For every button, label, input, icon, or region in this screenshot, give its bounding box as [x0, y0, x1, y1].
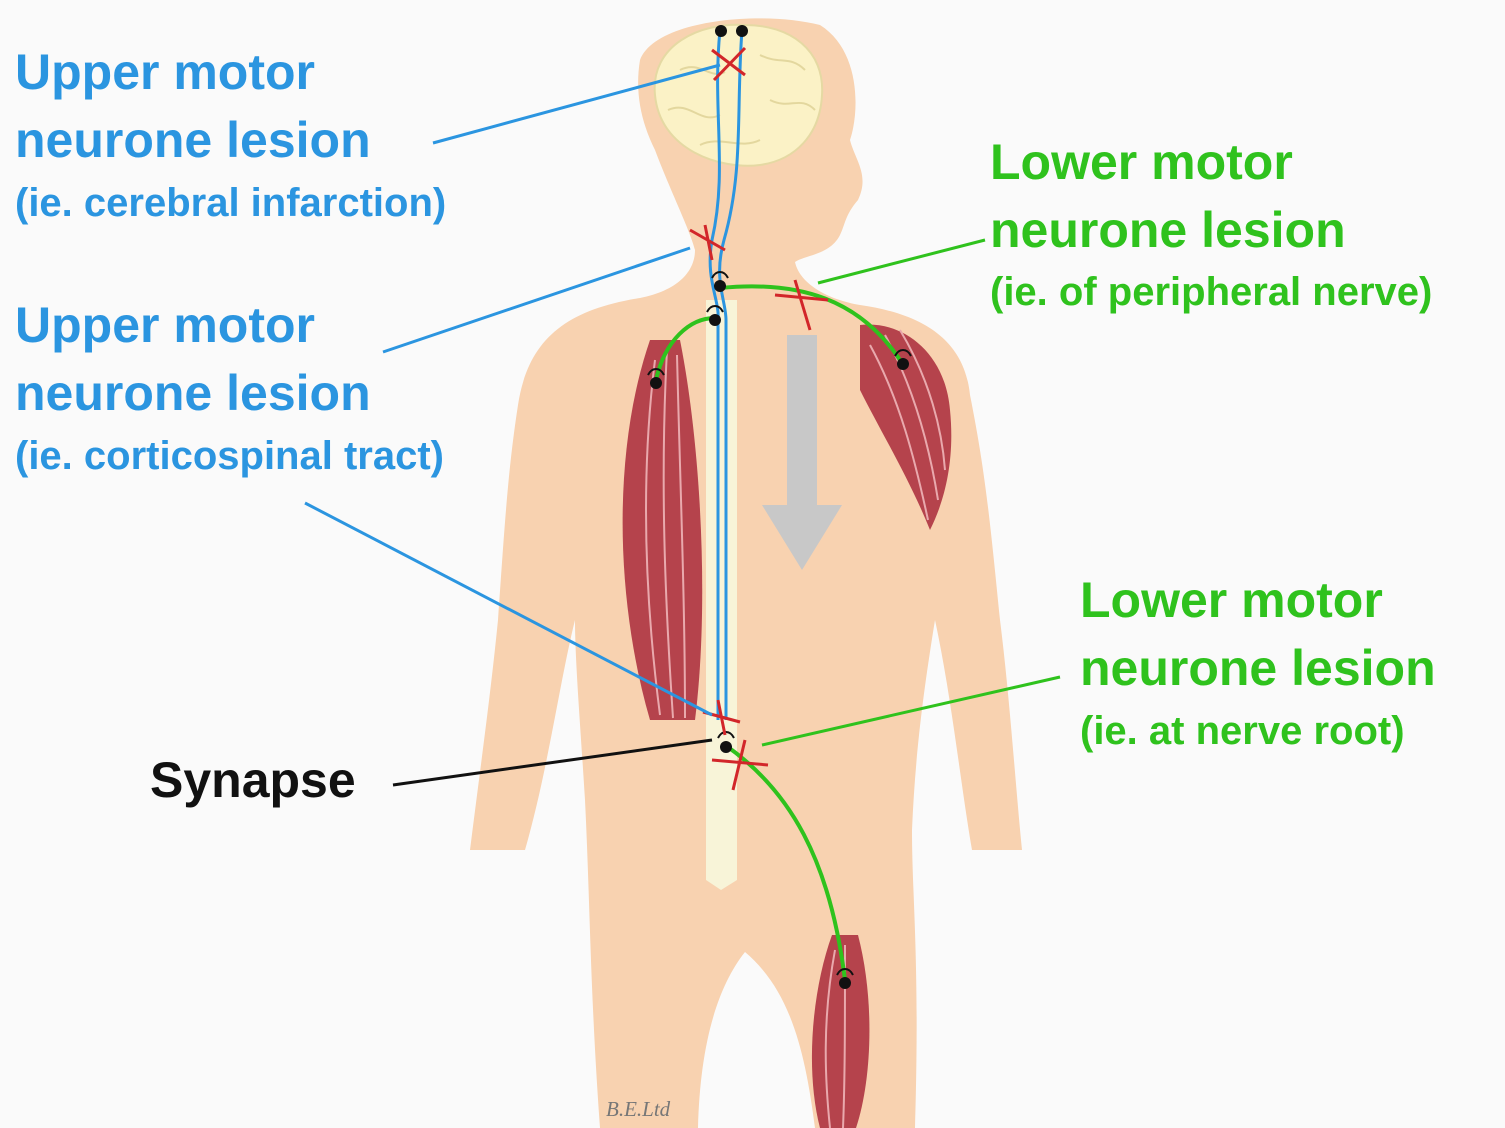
umn-brain-line1: Upper motor: [15, 47, 315, 97]
umn-tract-line2: neurone lesion: [15, 368, 371, 418]
spinal-cord: [706, 300, 737, 890]
body-silhouette: [470, 18, 1022, 1128]
credit-watermark: B.E.Ltd: [606, 1097, 670, 1122]
lmn-peripheral-note: (ie. of peripheral nerve): [990, 272, 1432, 312]
umn-brain-line2: neurone lesion: [15, 115, 371, 165]
lmn-peripheral-line2: neurone lesion: [990, 205, 1346, 255]
synapse-label: Synapse: [150, 755, 356, 805]
lmn-root-note: (ie. at nerve root): [1080, 711, 1405, 751]
umn-tract-line1: Upper motor: [15, 300, 315, 350]
umn-brain-note: (ie. cerebral infarction): [15, 183, 446, 223]
lmn-root-line1: Lower motor: [1080, 575, 1383, 625]
lmn-root-line2: neurone lesion: [1080, 643, 1436, 693]
lmn-peripheral-line1: Lower motor: [990, 137, 1293, 187]
umn-tract-note: (ie. corticospinal tract): [15, 436, 444, 476]
